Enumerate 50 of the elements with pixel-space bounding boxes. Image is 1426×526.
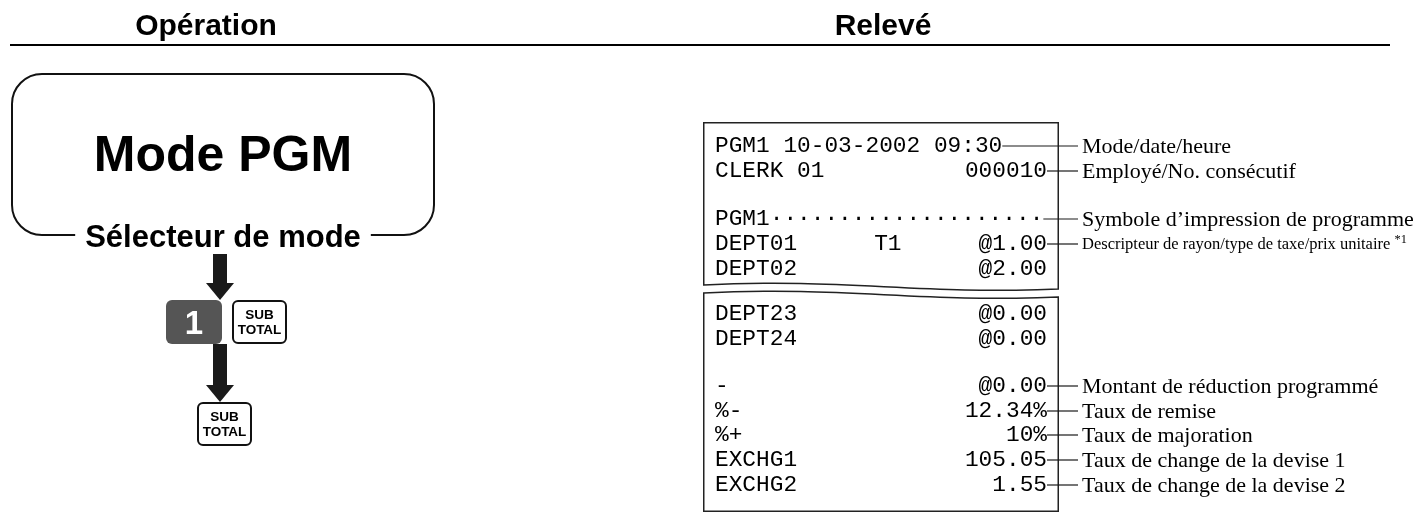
mode-title: Mode PGM [93, 129, 353, 179]
subtotal-key: SUB TOTAL [232, 300, 287, 344]
annotation-text: Mode/date/heure [1082, 133, 1232, 159]
receipt-text: %- [715, 398, 743, 424]
block-arrow [206, 254, 234, 300]
annotation-text: Taux de majoration [1082, 422, 1253, 448]
leader-line [1046, 243, 1079, 245]
leader-line [1046, 170, 1079, 172]
annotation-text: Symbole d’impression de programme [1082, 206, 1414, 232]
column-heading: Opération [135, 8, 277, 42]
receipt-text: @0.00 [978, 301, 1047, 327]
receipt-text: T1 [874, 231, 902, 257]
leader-line [1042, 218, 1079, 220]
leader-line [1046, 484, 1079, 486]
annotation-text: Descripteur de rayon/type de taxe/prix unitaire $^{*1}$ [1082, 234, 1407, 254]
receipt-text: DEPT24 [715, 326, 798, 352]
receipt-text: DEPT23 [715, 301, 798, 327]
annotation-text: Taux de change de la devise 2 [1082, 472, 1346, 498]
receipt-text: PGM1 10-03-2002 09:30 [715, 133, 1003, 159]
annotation-text: Employé/No. consécutif [1082, 158, 1296, 184]
receipt-text: 105.05 [964, 447, 1047, 473]
mode-selector-label: Sélecteur de mode [85, 220, 361, 254]
block-arrow [206, 344, 234, 402]
column-heading: Relevé [834, 8, 932, 42]
receipt-text: @2.00 [978, 256, 1047, 282]
receipt-text: 000010 [964, 158, 1047, 184]
receipt-text: DEPT01 [715, 231, 798, 257]
receipt-text: %+ [715, 422, 743, 448]
receipt-text: @0.00 [978, 326, 1047, 352]
receipt-text: 12.34% [964, 398, 1047, 424]
annotation-text: Taux de remise [1082, 398, 1217, 424]
leader-line [1046, 410, 1079, 412]
annotation-text: Taux de change de la devise 1 [1082, 447, 1346, 473]
leader-line [1046, 459, 1079, 461]
receipt-text: - [715, 373, 729, 399]
annotation-text: Montant de réduction programmé [1082, 373, 1379, 399]
number-key: 1 [166, 300, 222, 344]
subtotal-key: SUB TOTAL [197, 402, 252, 446]
receipt-text: 10% [1005, 422, 1047, 448]
receipt-text: EXCHG2 [715, 472, 798, 498]
receipt-text: CLERK 01 [715, 158, 825, 184]
receipt-text: EXCHG1 [715, 447, 798, 473]
leader-line [1046, 434, 1079, 436]
receipt-text: @1.00 [978, 231, 1047, 257]
receipt-text: 1.55 [992, 472, 1047, 498]
receipt-text: PGM1···················· [715, 206, 1044, 232]
receipt-text: DEPT02 [715, 256, 798, 282]
receipt-text: @0.00 [978, 373, 1047, 399]
leader-line [1001, 145, 1079, 147]
leader-line [1046, 385, 1079, 387]
